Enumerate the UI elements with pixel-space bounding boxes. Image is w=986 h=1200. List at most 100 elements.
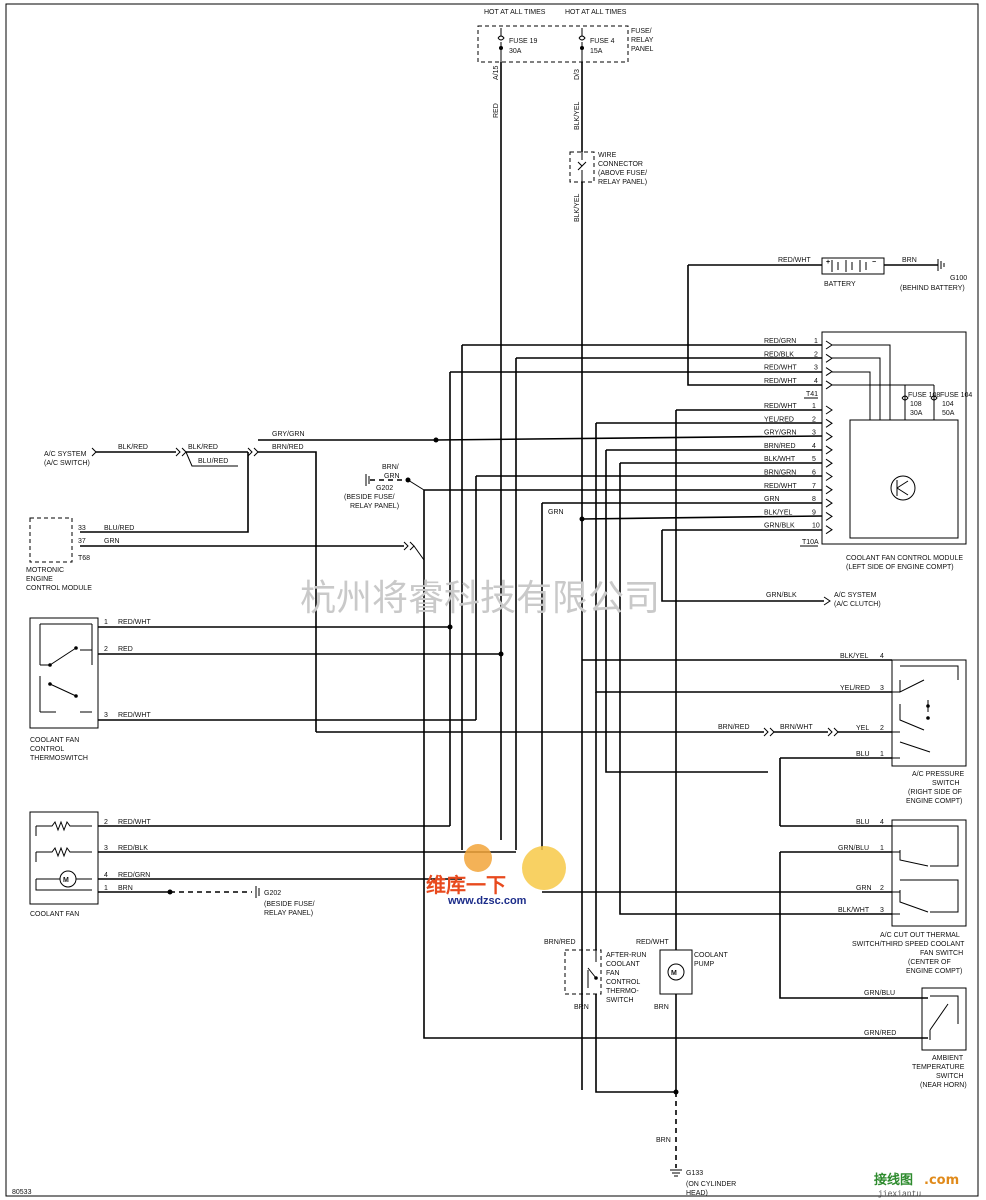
fuse19-terminal: A/15 [493,65,500,80]
cs-pin-2: 2 [880,885,884,892]
cs-pin-3: 3 [880,907,884,914]
cs-pin-4: 4 [880,819,884,826]
t10a-terminal-3 [825,432,833,442]
g202-top: BRN/GRN G202 (BESIDE FUSE/RELAY PANEL) [344,464,425,510]
fuse108-amp: 30A [910,410,923,417]
wire-grnblk-clutch [661,530,824,602]
t10a-wire-7: RED/WHT [764,483,797,490]
t10a-wire-6: BRN/GRN [764,470,796,477]
svg-text:108: 108 [910,401,922,408]
t10a-terminal-7 [825,485,833,495]
t10a-wire-3: GRY/GRN [764,430,797,437]
ps-brnwht: BRN/WHT [780,724,813,731]
fan-pin-4: 4 [104,872,108,879]
wire-label-blkred-2: BLK/RED [188,444,218,451]
afterrun-wire-top: BRN/RED [544,939,576,946]
t10a-wire-8: GRN [764,496,780,503]
t41-wire-3: RED/WHT [764,365,797,372]
hot-label-2: HOT AT ALL TIMES [565,9,627,16]
t41-wire-2: RED/BLK [764,351,794,358]
ps-wire-3: YEL/RED [840,685,870,692]
ground-icon [937,259,945,271]
cs-wire-2: GRN [856,885,872,892]
t41-label: T41 [806,391,818,398]
t41-terminal-3 [825,367,833,377]
resistor-icon [35,820,92,836]
svg-text:M: M [63,877,69,884]
t41-terminal-4 [825,380,833,390]
fan-wire-3: RED/BLK [118,845,148,852]
t10a-pin-4: 4 [812,443,816,450]
t10a-terminal-10 [825,525,833,535]
wire-label-grn-mid: GRN [548,509,564,516]
t10a-wire-10: GRN/BLK [764,523,795,530]
t41-terminal-1 [825,340,833,350]
ground-icon [365,474,370,486]
t10a-pin-5: 5 [812,456,816,463]
pump-wire-bot: BRN [654,1004,669,1011]
dzsc-logo: 维库一下 www.dzsc.com [426,844,566,907]
t10a-pin-1: 1 [812,403,816,410]
svg-text:M: M [671,970,677,977]
fuse19-amp: 30A [509,48,522,55]
transistor-icon [896,480,909,496]
company-watermark: 杭州将睿科技有限公司 [300,578,660,619]
fan-pin-2: 2 [104,819,108,826]
svg-text:104: 104 [942,401,954,408]
fan-pin-3: 3 [104,845,108,852]
fan-pin-1: 1 [104,885,108,892]
ecm-connector: T68 [78,555,90,562]
t10a-wire-9: BLK/YEL [764,509,793,516]
wire-label-blured-mid: BLU/RED [198,458,228,465]
fuse4-label: FUSE 4 [590,38,615,45]
jiexiantu-footer: 接线图 .com jiexiantu [874,1172,959,1199]
t41-wire-4: RED/WHT [764,378,797,385]
wire-label-blkred-1: BLK/RED [118,444,148,451]
fuse108-label: FUSE 108 [908,392,940,399]
ps-pin-1: 1 [880,751,884,758]
t41-pin-2: 2 [814,351,818,358]
motor-icon [667,963,685,981]
ecm-wire-37: GRN [104,538,120,545]
t10a-pin-8: 8 [812,496,816,503]
ac-switch-area: A/C SYSTEM(A/C SWITCH) BLK/RED BLK/RED B… [44,431,436,732]
ps-pin-3: 3 [880,685,884,692]
g202-top-wire: BRN/GRN [382,464,400,480]
t10a-terminal-2 [825,418,833,428]
ambient-wire-2: GRN/RED [864,1030,896,1037]
g202-top-loc: (BESIDE FUSE/RELAY PANEL) [344,494,399,510]
hot-label-1: HOT AT ALL TIMES [484,9,546,16]
ecm-wire-33: BLU/RED [104,525,134,532]
svg-text:+: + [826,259,830,266]
fan-g202: G202 [264,890,281,897]
t10a-wire-5: BLK/WHT [764,456,796,463]
thermo-pin-2: 2 [104,646,108,653]
t10a-wire-4: BRN/RED [764,443,796,450]
fan-g202-loc: (BESIDE FUSE/RELAY PANEL) [264,901,315,917]
ground-icon [670,1169,682,1177]
coolant-fan-control-module: FUSE 108 108 30A FUSE 104 104 50A COOLAN… [821,331,972,571]
g133-name: G133 [686,1170,703,1177]
coolant-fan: M COOLANT FAN [29,811,99,918]
t41-terminal-2 [825,353,833,363]
t41-pin-1: 1 [814,338,818,345]
page-frame [5,3,979,1197]
t10a-pin-7: 7 [812,483,816,490]
